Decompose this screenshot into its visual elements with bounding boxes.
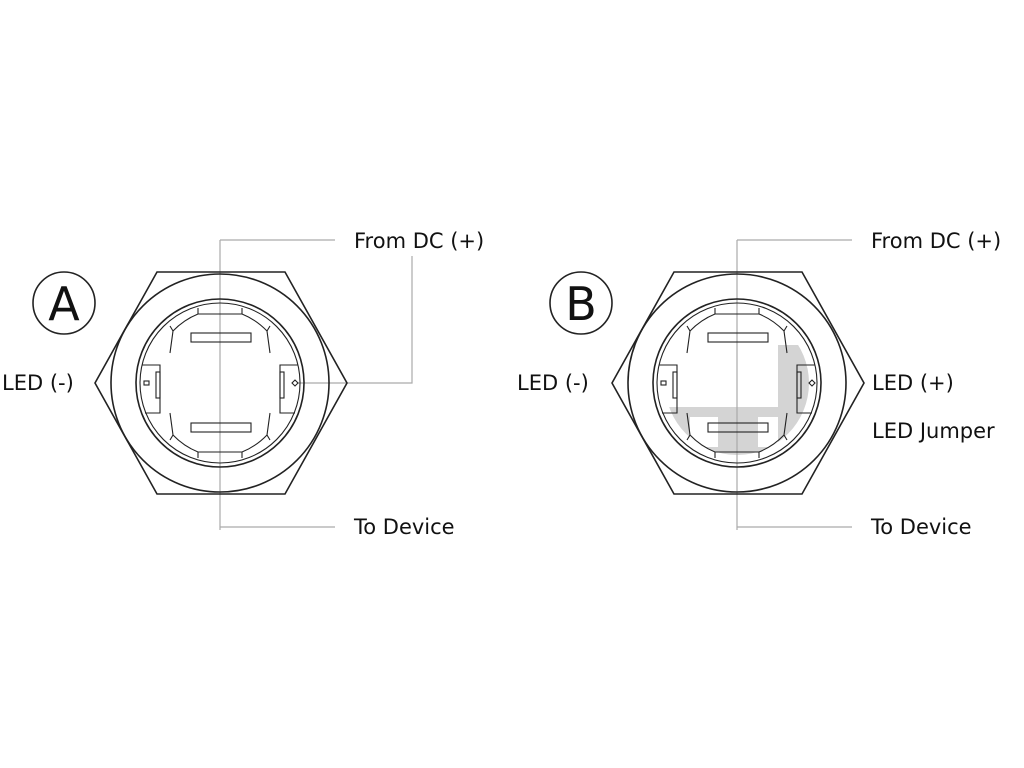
label-from-dc-b: From DC (+) (871, 229, 1001, 253)
label-to-device-a: To Device (353, 515, 455, 539)
diagram-a: A From DC (+) LED (-) To Device (2, 229, 484, 539)
letter-a: A (48, 277, 80, 331)
label-led-neg-b: LED (-) (517, 371, 589, 395)
label-led-pos-b: LED (+) (872, 371, 954, 395)
diagram-b: B From DC (+) LED (-) LED (+) LED Jumper… (517, 229, 1001, 539)
label-from-dc-a: From DC (+) (354, 229, 484, 253)
letter-circle-a (32, 271, 96, 335)
leader-lines-b (736, 239, 852, 530)
led-jumper-shape (665, 345, 809, 455)
label-to-device-b: To Device (870, 515, 972, 539)
letter-b: B (565, 277, 597, 331)
label-led-neg-a: LED (-) (2, 371, 74, 395)
leader-lines-a (219, 239, 413, 530)
label-led-jumper-b: LED Jumper (872, 419, 995, 443)
switch-b (611, 271, 865, 495)
letter-circle-b (549, 271, 613, 335)
